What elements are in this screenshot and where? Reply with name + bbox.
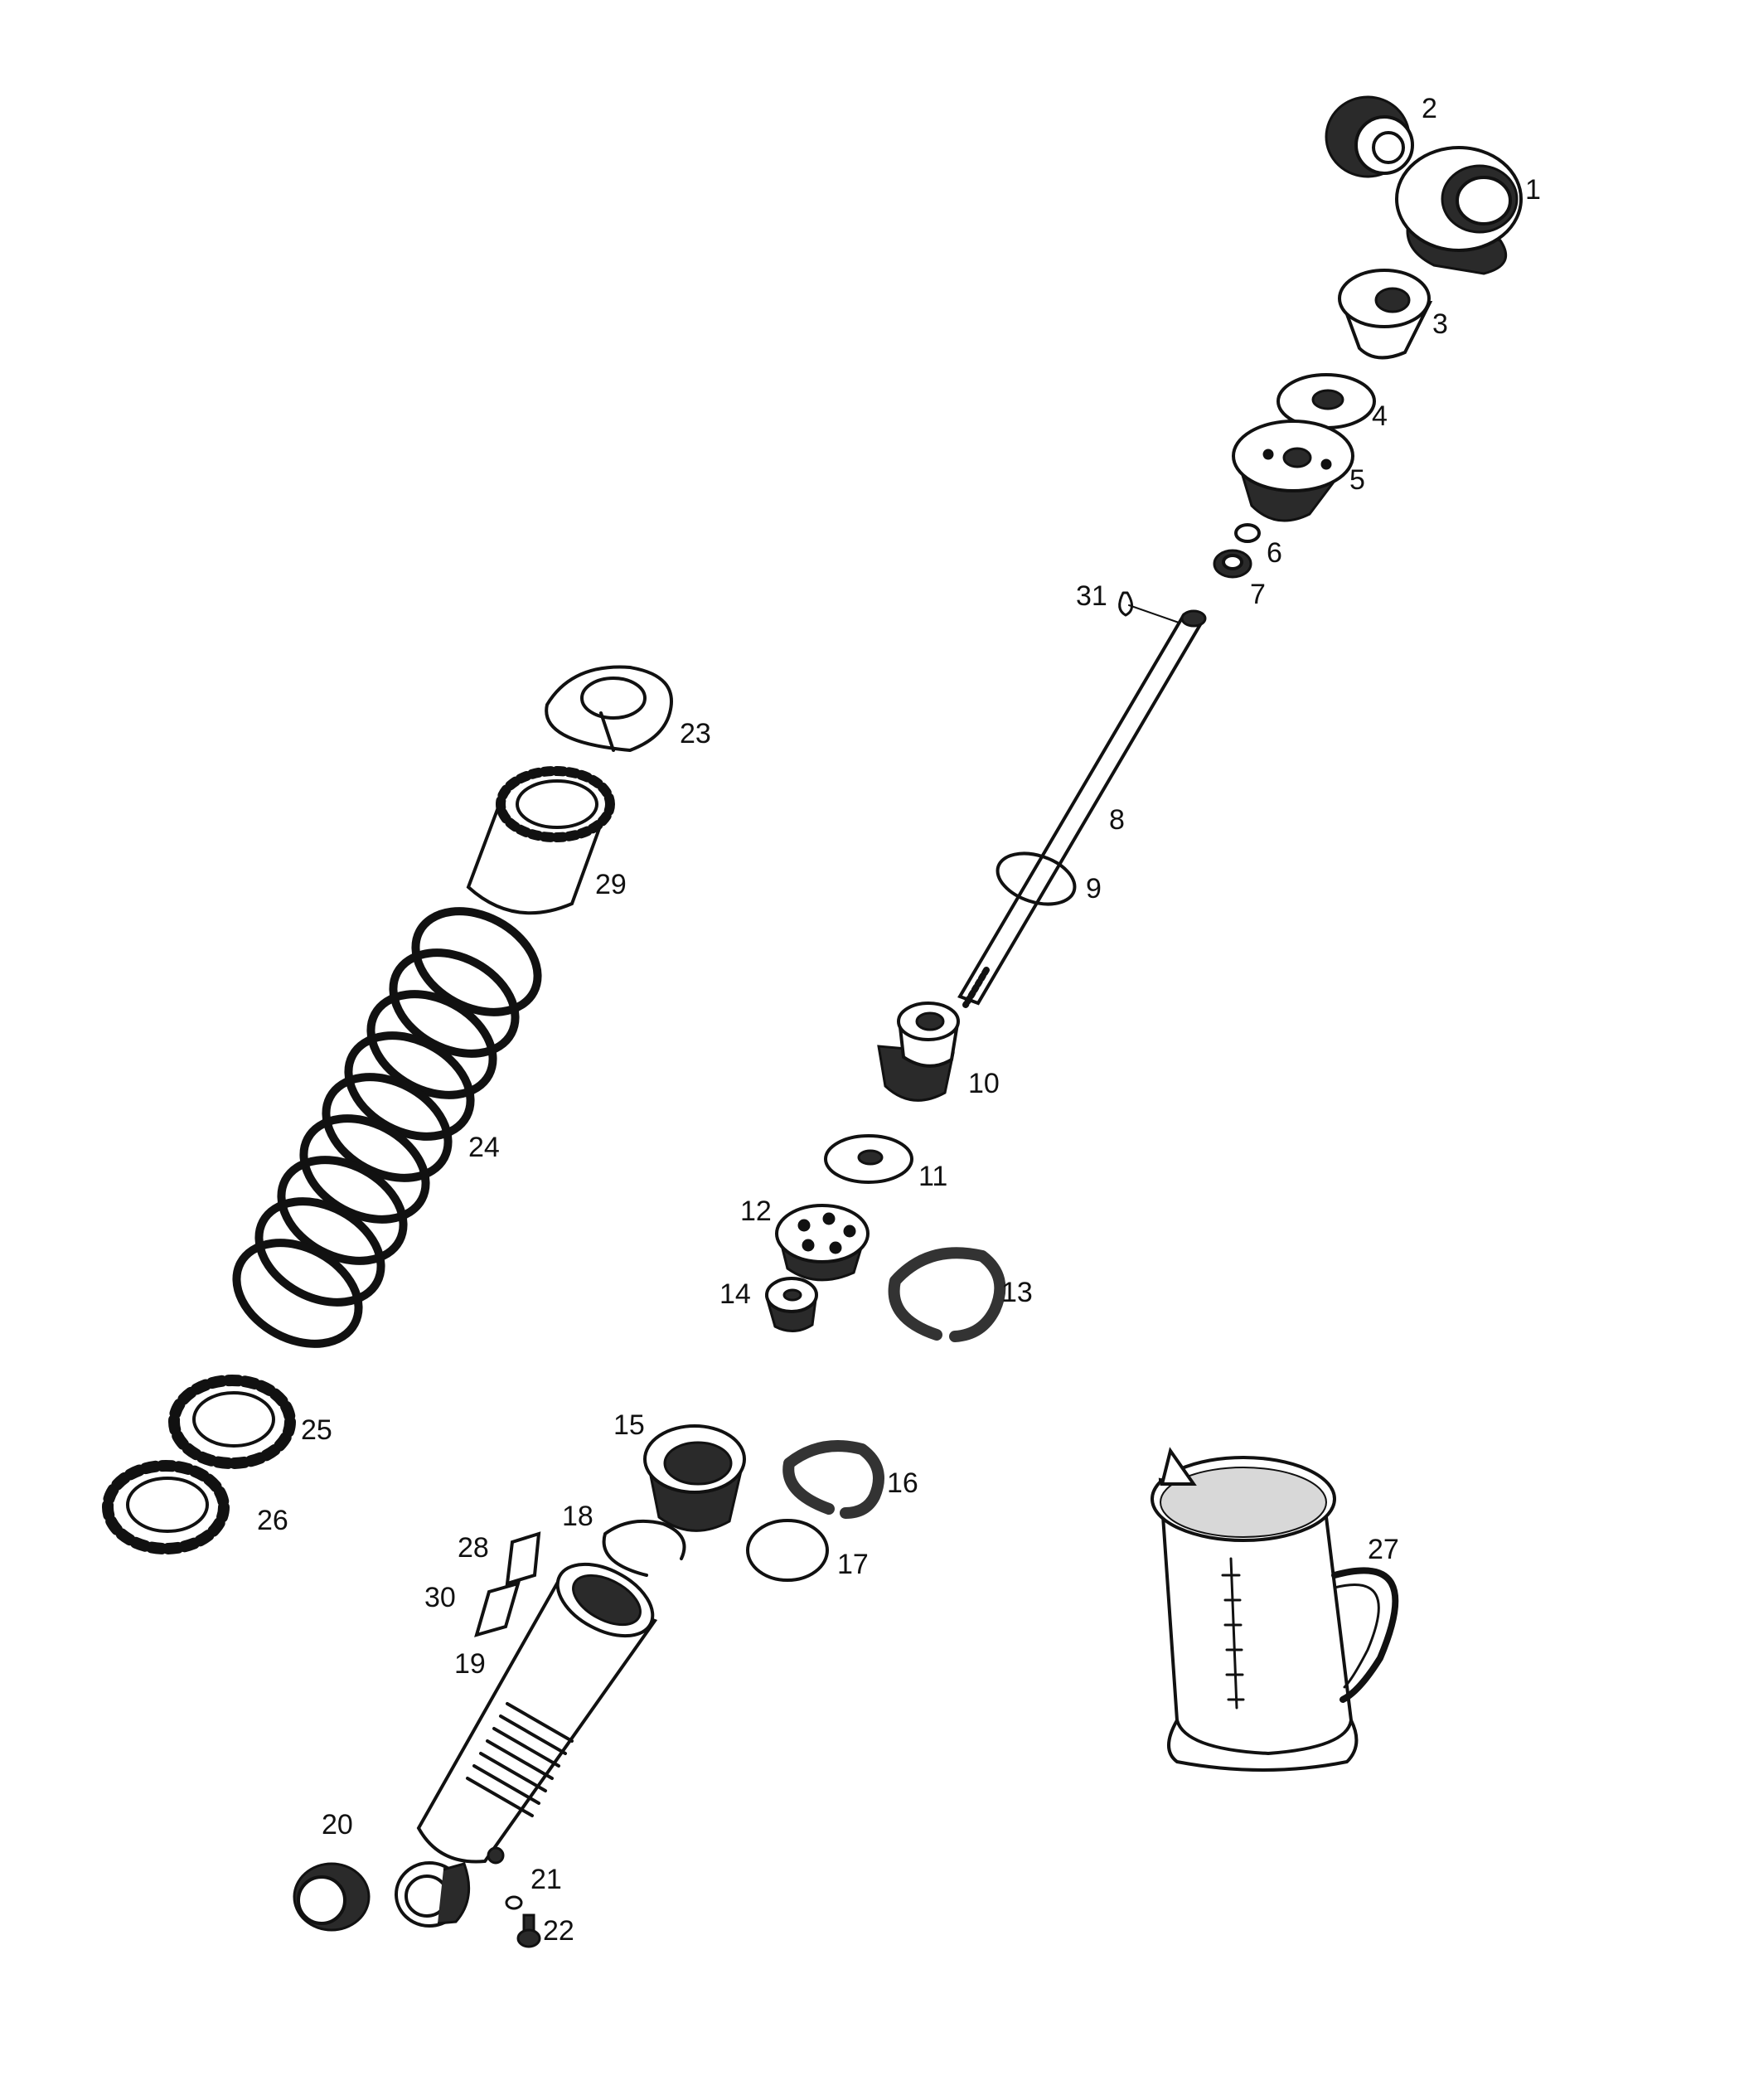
part-15-bottom-seal-head bbox=[643, 1424, 746, 1532]
part-14-piston-nut bbox=[765, 1277, 818, 1332]
callout-11: 11 bbox=[918, 1161, 947, 1192]
bottom-eye-mount bbox=[395, 1861, 471, 1928]
callout-22: 22 bbox=[543, 1915, 574, 1947]
callout-5: 5 bbox=[1349, 464, 1365, 496]
callout-15: 15 bbox=[613, 1409, 645, 1441]
part-1-top-eye-mount bbox=[1395, 146, 1523, 275]
callout-6: 6 bbox=[1267, 537, 1282, 569]
part-26-lock-ring bbox=[102, 1460, 230, 1554]
part-22-bleed-screw bbox=[516, 1913, 541, 1948]
part-29-spring-collar bbox=[466, 766, 615, 915]
callout-3: 3 bbox=[1432, 308, 1448, 340]
part-3-bump-stop bbox=[1338, 269, 1433, 360]
callout-29: 29 bbox=[595, 869, 627, 900]
part-30-label-sticker-b bbox=[474, 1581, 521, 1637]
part-11-shim-washer bbox=[824, 1134, 913, 1184]
callout-17: 17 bbox=[837, 1549, 869, 1580]
callout-24: 24 bbox=[468, 1132, 500, 1163]
callout-27: 27 bbox=[1368, 1534, 1399, 1565]
callout-30: 30 bbox=[424, 1582, 456, 1613]
callout-1: 1 bbox=[1525, 174, 1541, 206]
part-19-shock-body bbox=[416, 1562, 658, 1865]
part-4-washer bbox=[1277, 373, 1376, 429]
callout-19: 19 bbox=[454, 1648, 486, 1680]
part-16-guide-band bbox=[782, 1440, 884, 1519]
part-9-rod-o-ring bbox=[996, 851, 1077, 906]
part-17-o-ring-large bbox=[746, 1519, 829, 1582]
part-21-small-o-ring bbox=[505, 1895, 523, 1910]
part-24-coil-spring bbox=[232, 907, 542, 1348]
callout-9: 9 bbox=[1086, 873, 1102, 905]
callout-28: 28 bbox=[458, 1532, 489, 1564]
part-10-seal-head bbox=[877, 1002, 960, 1102]
part-8-piston-rod bbox=[957, 609, 1207, 1008]
callout-20: 20 bbox=[322, 1809, 353, 1841]
part-27-oil-jug bbox=[1151, 1447, 1399, 1772]
part-31-oil-drop bbox=[1118, 591, 1182, 624]
callout-18: 18 bbox=[562, 1501, 593, 1532]
callout-13: 13 bbox=[1001, 1277, 1033, 1308]
callout-2: 2 bbox=[1422, 93, 1437, 124]
callout-26: 26 bbox=[257, 1505, 288, 1536]
part-6-o-ring-small bbox=[1234, 523, 1261, 543]
part-5-seal-head-cap bbox=[1232, 420, 1354, 522]
part-18-circlip bbox=[602, 1519, 686, 1577]
callout-4: 4 bbox=[1372, 400, 1388, 432]
callout-31: 31 bbox=[1076, 580, 1107, 612]
callout-16: 16 bbox=[887, 1467, 918, 1499]
callout-14: 14 bbox=[719, 1278, 751, 1310]
callout-7: 7 bbox=[1250, 579, 1266, 610]
part-23-spring-retainer bbox=[545, 665, 673, 753]
part-28-label-sticker-a bbox=[505, 1531, 541, 1586]
part-20-bottom-bushing bbox=[293, 1862, 371, 1932]
callout-21: 21 bbox=[530, 1864, 562, 1895]
callout-10: 10 bbox=[968, 1068, 1000, 1099]
part-2-top-bushing bbox=[1325, 95, 1414, 178]
part-12-piston bbox=[775, 1204, 870, 1282]
part-7-seal bbox=[1213, 549, 1252, 579]
callout-25: 25 bbox=[301, 1414, 332, 1446]
part-25-preload-ring bbox=[168, 1375, 296, 1469]
callout-23: 23 bbox=[680, 718, 711, 749]
callout-12: 12 bbox=[740, 1195, 772, 1227]
part-13-piston-ring bbox=[888, 1247, 1006, 1342]
callout-8: 8 bbox=[1109, 804, 1125, 836]
